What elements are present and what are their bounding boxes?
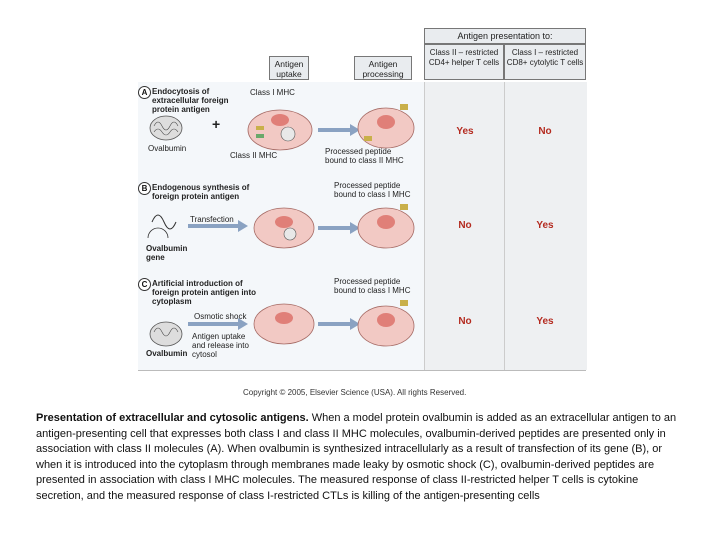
ovalbumin-gene-icon	[147, 214, 177, 239]
caption-text: When a model protein ovalbumin is added …	[36, 412, 677, 502]
panel-b-title: Endogenous synthesis of foreign protein …	[152, 183, 250, 201]
arrow-b-processing	[318, 222, 360, 234]
panel-a: A Endocytosis of extracellular foreign p…	[138, 82, 587, 179]
apc-cell-processing	[357, 104, 415, 149]
ovalbumin-label-c: Ovalbumin	[146, 349, 188, 358]
label-class1-mhc: Class I MHC	[250, 88, 295, 97]
arrow-osmotic	[188, 318, 248, 330]
apc-cell-b-uptake	[253, 207, 315, 249]
ovalbumin-gene-label: Ovalbumin gene	[146, 244, 188, 262]
panel-b: B Endogenous synthesis of foreign protei…	[138, 178, 587, 275]
arrow-c-processing	[318, 318, 360, 330]
result-b-class2: No	[458, 220, 472, 231]
figure-caption: Presentation of extracellular and cytoso…	[36, 411, 688, 504]
result-a-class1: No	[538, 126, 552, 137]
osmotic-shock-label: Osmotic shock	[194, 312, 247, 321]
arrow-transfection	[188, 220, 248, 232]
ovalbumin-c-icon	[149, 321, 183, 347]
apc-cell-b-processing	[357, 204, 415, 249]
result-c-class1: Yes	[536, 316, 554, 327]
panel-a-title: Endocytosis of extracellular foreign pro…	[152, 87, 229, 114]
panel-a-illustration	[149, 104, 415, 151]
panel-b-letter: B	[138, 182, 151, 195]
uptake-note-label: Antigen uptake and release into cytosol	[192, 332, 249, 359]
ovalbumin-label: Ovalbumin	[148, 144, 187, 153]
plus-sign: +	[212, 116, 221, 132]
label-peptide-class1-c: Processed peptide bound to class I MHC	[334, 277, 411, 295]
header-uptake: Antigen uptake	[269, 56, 309, 80]
panel-c-title: Artificial introduction of foreign prote…	[152, 279, 256, 306]
label-class2-mhc: Class II MHC	[230, 151, 278, 160]
caption-title: Presentation of extracellular and cytoso…	[36, 412, 309, 424]
copyright: Copyright © 2005, Elsevier Science (USA)…	[243, 388, 467, 397]
result-b-class1: Yes	[536, 220, 554, 231]
label-peptide-class1-b: Processed peptide bound to class I MHC	[334, 181, 411, 199]
apc-cell-uptake	[247, 109, 313, 151]
result-a-class2: Yes	[456, 126, 474, 137]
result-c-class2: No	[458, 316, 472, 327]
header-class2: Class II – restricted CD4+ helper T cell…	[424, 44, 504, 80]
header-antigen-presentation: Antigen presentation to:	[424, 28, 586, 44]
header-processing: Antigen processing	[354, 56, 412, 80]
transfection-label: Transfection	[190, 215, 234, 224]
label-peptide-class2: Processed peptide bound to class II MHC	[325, 147, 404, 165]
apc-cell-c-uptake	[253, 303, 315, 345]
arrow-uptake-to-processing	[318, 124, 360, 136]
panel-c-illustration	[149, 300, 415, 347]
header-class1: Class I – restricted CD8+ cytolytic T ce…	[504, 44, 586, 80]
panel-c: C Artificial introduction of foreign pro…	[138, 274, 587, 371]
panel-b-illustration	[147, 204, 415, 249]
figure: Antigen presentation to: Antigen uptake …	[138, 26, 588, 371]
panel-a-letter: A	[138, 86, 151, 99]
ovalbumin-icon	[149, 115, 183, 141]
panel-c-letter: C	[138, 278, 151, 291]
apc-cell-c-processing	[357, 300, 415, 347]
